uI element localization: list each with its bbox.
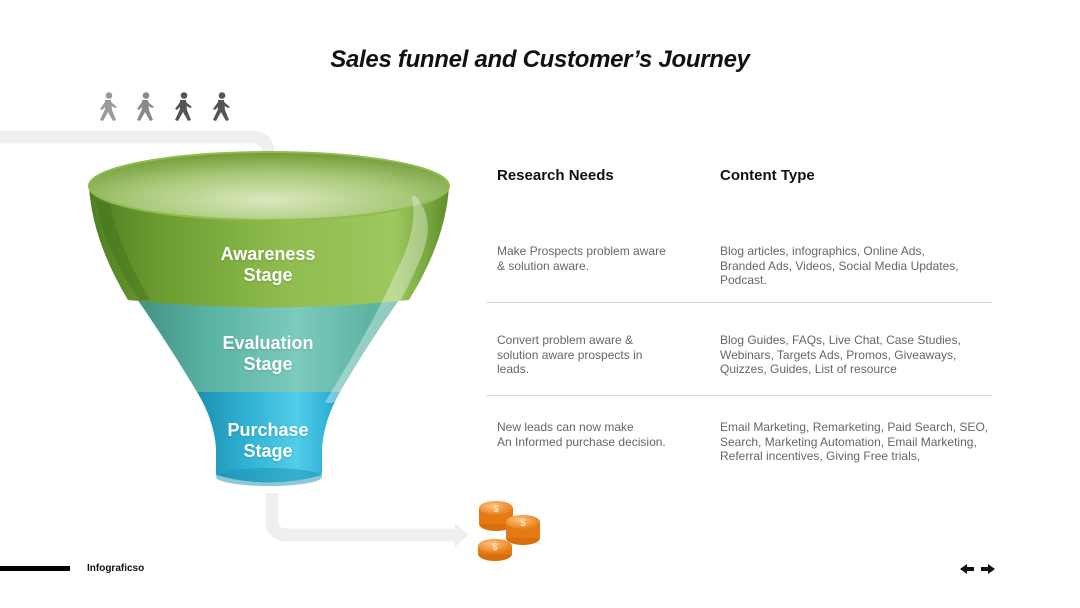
funnel-left-shade [96, 200, 150, 300]
walking-person-icon [100, 92, 117, 121]
research-cell-evaluation: Convert problem aware & solution aware p… [497, 333, 643, 377]
arrow-left-icon[interactable] [959, 561, 975, 577]
footer-bar [0, 566, 70, 571]
walking-person-icon [213, 92, 230, 121]
coin-stack-icon: $ $ $ [478, 501, 540, 561]
svg-text:$: $ [493, 504, 499, 515]
research-cell-purchase: New leads can now make An Informed purch… [497, 420, 666, 449]
row-divider [487, 302, 992, 303]
arrow-right-icon[interactable] [980, 561, 996, 577]
funnel-evaluation-section [128, 286, 409, 392]
funnel-spout-rim [216, 468, 322, 486]
column-header-research: Research Needs [497, 167, 614, 184]
column-header-content: Content Type [720, 167, 815, 184]
walking-person-icon [175, 92, 192, 121]
funnel-purchase-section [197, 392, 340, 483]
funnel-highlight [325, 196, 428, 404]
svg-text:$: $ [520, 518, 526, 529]
funnel-mouth [89, 152, 449, 220]
walking-person-icon [137, 92, 154, 121]
row-divider [487, 395, 992, 396]
research-cell-awareness: Make Prospects problem aware & solution … [497, 244, 666, 273]
funnel-mouth-rim [88, 151, 450, 221]
svg-text:$: $ [492, 542, 498, 553]
brand-name: Infograficso [87, 563, 145, 574]
content-cell-awareness: Blog articles, infographics, Online Ads,… [720, 244, 959, 288]
page-title: Sales funnel and Customer’s Journey [330, 46, 750, 73]
flow-arrowhead-right [455, 523, 468, 547]
content-cell-purchase: Email Marketing, Remarketing, Paid Searc… [720, 420, 989, 464]
content-cell-evaluation: Blog Guides, FAQs, Live Chat, Case Studi… [720, 333, 961, 377]
flow-connector-bottom [265, 493, 455, 542]
